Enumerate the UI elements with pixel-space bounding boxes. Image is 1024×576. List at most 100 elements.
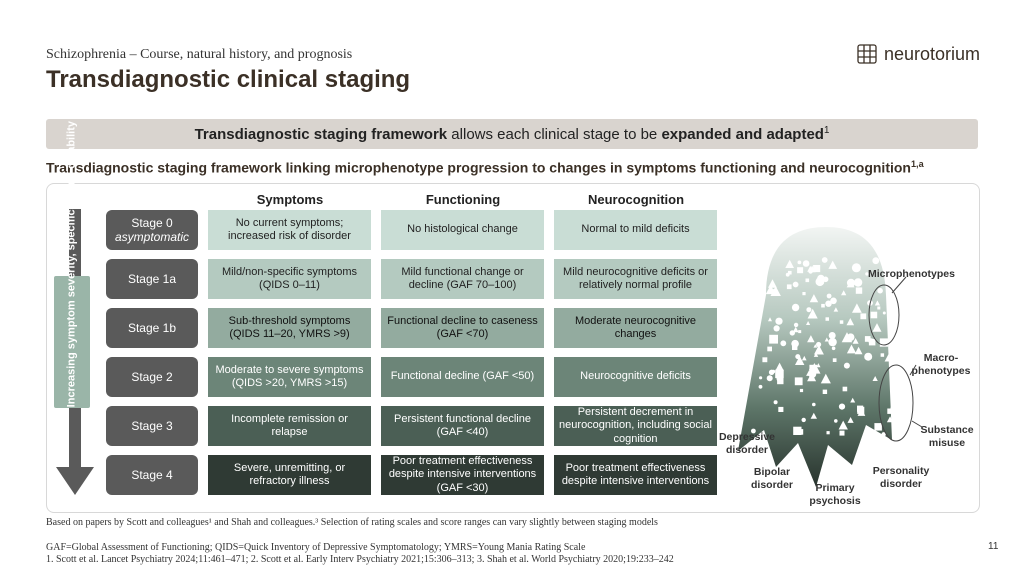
- microphenotype-dot: [775, 362, 784, 371]
- microphenotype-dots: [751, 257, 898, 439]
- microphenotype-dot: [828, 332, 836, 339]
- cell-stage2-functioning: Functional decline (GAF <50): [381, 357, 544, 397]
- cell-stage2-symptoms: Moderate to severe symptoms (QIDS >20, Y…: [208, 357, 371, 397]
- microphenotype-dot: [816, 363, 821, 368]
- label-microphenotypes: Microphenotypes: [868, 268, 955, 280]
- microphenotype-dot: [852, 303, 862, 313]
- microphenotype-dot: [887, 408, 893, 414]
- microphenotype-dot: [839, 320, 844, 324]
- microphenotype-dot: [794, 377, 803, 386]
- figure-subtitle: Transdiagnostic staging framework linkin…: [46, 159, 978, 176]
- microphenotype-dot: [765, 284, 776, 295]
- cell-stage4-neurocognition: Poor treatment effectiveness despite int…: [554, 455, 717, 495]
- microphenotype-dot: [832, 358, 837, 362]
- microphenotype-dot: [825, 300, 832, 307]
- axis-label-text: Increasing symptom severity, specificity…: [65, 121, 78, 407]
- microphenotype-dot: [854, 346, 863, 355]
- microphenotype-dot: [828, 260, 838, 269]
- microphenotype-dot: [826, 293, 832, 299]
- microphenotype-dot: [857, 406, 865, 414]
- microphenotype-dot: [877, 287, 883, 294]
- banner-bold-1: Transdiagnostic staging framework: [194, 126, 448, 143]
- subtitle-sup: 1,a: [910, 159, 924, 169]
- microphenotype-dot: [791, 303, 800, 312]
- microphenotype-dot: [768, 279, 777, 288]
- stage-4-title: Stage 4: [131, 467, 173, 482]
- microphenotype-dot: [882, 311, 886, 315]
- microphenotype-dot: [833, 307, 839, 312]
- microphenotype-dot: [795, 356, 805, 365]
- microphenotype-dot: [780, 340, 787, 347]
- microphenotype-dot: [884, 353, 893, 362]
- microphenotype-oval: [868, 284, 900, 346]
- microphenotype-dot: [851, 263, 861, 273]
- cell-stage1b-symptoms: Sub-threshold symptoms (QIDS 11–20, YMRS…: [208, 308, 371, 348]
- cell-stage3-neurocognition: Persistent decrement in neurocognition, …: [554, 406, 717, 446]
- microphenotype-dot: [813, 344, 818, 348]
- microphenotype-dot: [807, 308, 818, 319]
- microphenotype-dot: [872, 323, 882, 332]
- label-primary-psychosis: Primary psychosis: [809, 482, 861, 507]
- microphenotype-dot: [874, 300, 881, 306]
- cell-stage2-neurocognition: Neurocognitive deficits: [554, 357, 717, 397]
- logo: neurotorium: [856, 43, 980, 65]
- microphenotype-dot: [850, 397, 856, 403]
- banner-mid: allows each clinical stage to be: [447, 126, 662, 143]
- microphenotype-dot: [809, 364, 817, 373]
- stage-0-title: Stage 0: [131, 215, 173, 230]
- microphenotype-dot: [797, 267, 804, 274]
- microphenotype-dot: [766, 375, 773, 382]
- microphenotype-dot: [801, 417, 806, 423]
- microphenotype-dot: [791, 339, 799, 348]
- microphenotype-dot: [812, 402, 816, 407]
- microphenotype-dot: [785, 259, 794, 268]
- microphenotype-dot: [769, 334, 778, 344]
- footer-references: 1. Scott et al. Lancet Psychiatry 2024;1…: [46, 554, 674, 565]
- microphenotype-dot: [801, 355, 807, 361]
- label-depressive-disorder: Depressive disorder: [718, 431, 776, 456]
- microphenotype-dot: [810, 412, 817, 419]
- footer-note: Based on papers by Scott and colleagues¹…: [46, 517, 658, 528]
- microphenotype-dot: [872, 376, 878, 381]
- section-kicker: Schizophrenia – Course, natural history,…: [46, 47, 353, 62]
- microphenotype-dot: [816, 341, 822, 348]
- microphenotype-dot: [855, 287, 863, 294]
- microphenotype-dot: [759, 376, 763, 380]
- microphenotype-dot: [865, 272, 869, 276]
- page-title: Transdiagnostic clinical staging: [46, 66, 411, 93]
- stage-3-title: Stage 3: [131, 418, 173, 433]
- page-number: 11: [988, 541, 999, 552]
- cell-stage0-neurocognition: Normal to mild deficits: [554, 210, 717, 250]
- cell-stage4-symptoms: Severe, unremitting, or refractory illne…: [208, 455, 371, 495]
- microphenotype-dot: [771, 369, 776, 374]
- microphenotype-dot: [751, 428, 756, 434]
- phenotype-illustration: [738, 227, 923, 487]
- microphenotype-dot: [841, 290, 847, 296]
- microphenotype-dot: [758, 384, 763, 389]
- microphenotype-dot: [826, 431, 830, 435]
- microphenotype-dot: [767, 346, 772, 352]
- microphenotype-dot: [821, 257, 828, 263]
- microphenotype-dot: [775, 369, 784, 379]
- micro-leader-line: [891, 276, 907, 294]
- cell-stage1a-symptoms: Mild/non-specific symptoms (QIDS 0–11): [208, 259, 371, 299]
- framework-banner: Transdiagnostic staging framework allows…: [46, 119, 978, 149]
- microphenotype-dot: [865, 429, 875, 439]
- neurotorium-logo-icon: [857, 44, 877, 64]
- microphenotype-dot: [778, 406, 784, 412]
- stage-0-sub: asymptomatic: [114, 230, 190, 244]
- microphenotype-dot: [806, 307, 812, 313]
- microphenotype-dot: [809, 294, 819, 303]
- microphenotype-dot: [853, 278, 863, 287]
- microphenotype-dot: [822, 389, 828, 394]
- microphenotype-dot: [805, 278, 810, 283]
- microphenotype-dot: [846, 344, 857, 354]
- banner-sup: 1: [823, 125, 830, 136]
- microphenotype-dot: [868, 338, 874, 344]
- stage-label-3: Stage 3: [106, 406, 198, 446]
- cell-stage3-symptoms: Incomplete remission or relapse: [208, 406, 371, 446]
- microphenotype-dot: [879, 338, 889, 347]
- microphenotype-dot: [872, 257, 880, 265]
- microphenotype-dot: [828, 337, 837, 347]
- microphenotype-dot: [843, 362, 850, 369]
